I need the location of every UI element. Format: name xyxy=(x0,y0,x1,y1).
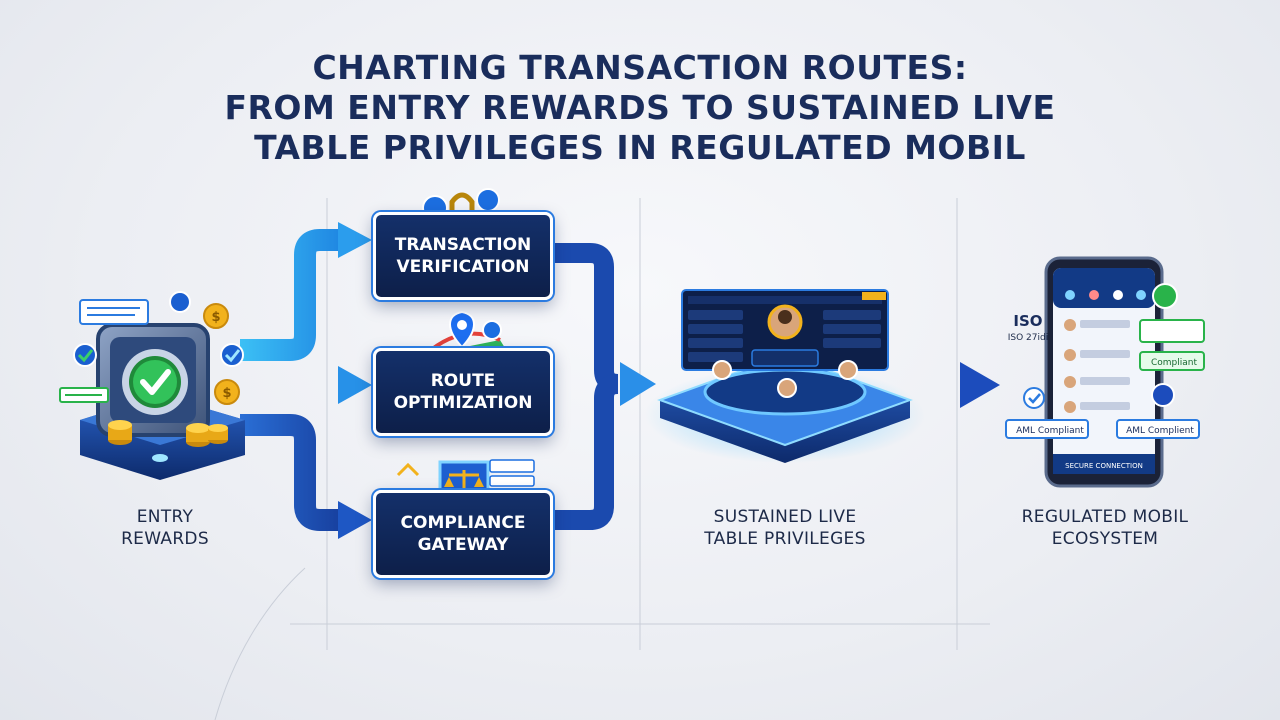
badge-compliant: Compliant xyxy=(1151,358,1197,368)
badge-aml-compliant-2: AML Complient xyxy=(1126,426,1194,436)
phone-illustration xyxy=(1005,256,1205,488)
coin-stack-left xyxy=(108,420,132,445)
svg-text:$: $ xyxy=(222,386,231,401)
flow-arrows-middle xyxy=(550,243,656,530)
user-avatar-icon xyxy=(712,304,858,398)
shield-check-icon xyxy=(73,291,244,367)
badge-compliant-2-bg xyxy=(1139,351,1205,371)
live-table-illustration xyxy=(645,289,925,463)
entry-rewards-illustration: $ $ xyxy=(59,291,245,480)
step-optimization-line-1: ROUTE xyxy=(430,371,496,391)
transaction-verification-box: TRANSACTION VERIFICATION xyxy=(373,212,553,300)
step-optimization-line-2: OPTIMIZATION xyxy=(393,393,533,413)
svg-text:$: $ xyxy=(211,310,220,325)
background-guides xyxy=(214,198,990,720)
entry-label-line-2: REWARDS xyxy=(121,529,209,549)
regulated-label-line-1: REGULATED MOBIL xyxy=(1021,507,1189,527)
flow-arrow-right xyxy=(905,362,1000,408)
step-verification-line-1: TRANSACTION xyxy=(394,235,532,255)
entry-label-line-1: ENTRY xyxy=(136,507,194,527)
regulated-ecosystem-label: REGULATED MOBIL ECOSYSTEM xyxy=(995,506,1215,550)
step-verification-line-2: VERIFICATION xyxy=(396,257,530,277)
iso-label: ISO xyxy=(1013,312,1042,330)
checkmark-icon xyxy=(1023,283,1178,409)
phone-user-list xyxy=(1064,319,1130,413)
coin-icon: $ $ xyxy=(203,303,240,405)
sustained-label-line-2: TABLE PRIVILEGES xyxy=(704,529,866,549)
badge-aml-compliant-1: AML Compliant xyxy=(1016,426,1084,436)
phone-footer-text: SECURE CONNECTION xyxy=(1065,462,1143,470)
sustained-live-label: SUSTAINED LIVE TABLE PRIVILEGES xyxy=(670,506,900,550)
route-optimization-box: ROUTE OPTIMIZATION xyxy=(373,348,553,436)
entry-rewards-label: ENTRY REWARDS xyxy=(90,506,240,550)
coin-stack-right xyxy=(186,423,228,447)
iso-sublabel: ISO 27idi xyxy=(1008,333,1048,343)
badge-aml-1-bg xyxy=(1005,419,1089,439)
flow-arrows-left xyxy=(240,222,372,539)
compliance-gateway-box: COMPLIANCE GATEWAY xyxy=(373,490,553,578)
step-compliance-line-2: GATEWAY xyxy=(417,535,509,555)
step-compliance-line-1: COMPLIANCE xyxy=(400,513,526,533)
title-line-3: TABLE PRIVILEGES IN REGULATED MOBIL xyxy=(254,128,1026,167)
diagram-title: CHARTING TRANSACTION ROUTES: FROM ENTRY … xyxy=(0,48,1280,168)
info-card xyxy=(79,299,149,325)
title-line-2: FROM ENTRY REWARDS TO SUSTAINED LIVE xyxy=(224,88,1056,127)
title-line-1: CHARTING TRANSACTION ROUTES: xyxy=(312,48,968,87)
badge-compliant-bg xyxy=(1139,319,1205,343)
regulated-label-line-2: ECOSYSTEM xyxy=(1051,529,1159,549)
badge-aml-2-bg xyxy=(1116,419,1200,439)
sustained-label-line-1: SUSTAINED LIVE xyxy=(713,507,857,527)
